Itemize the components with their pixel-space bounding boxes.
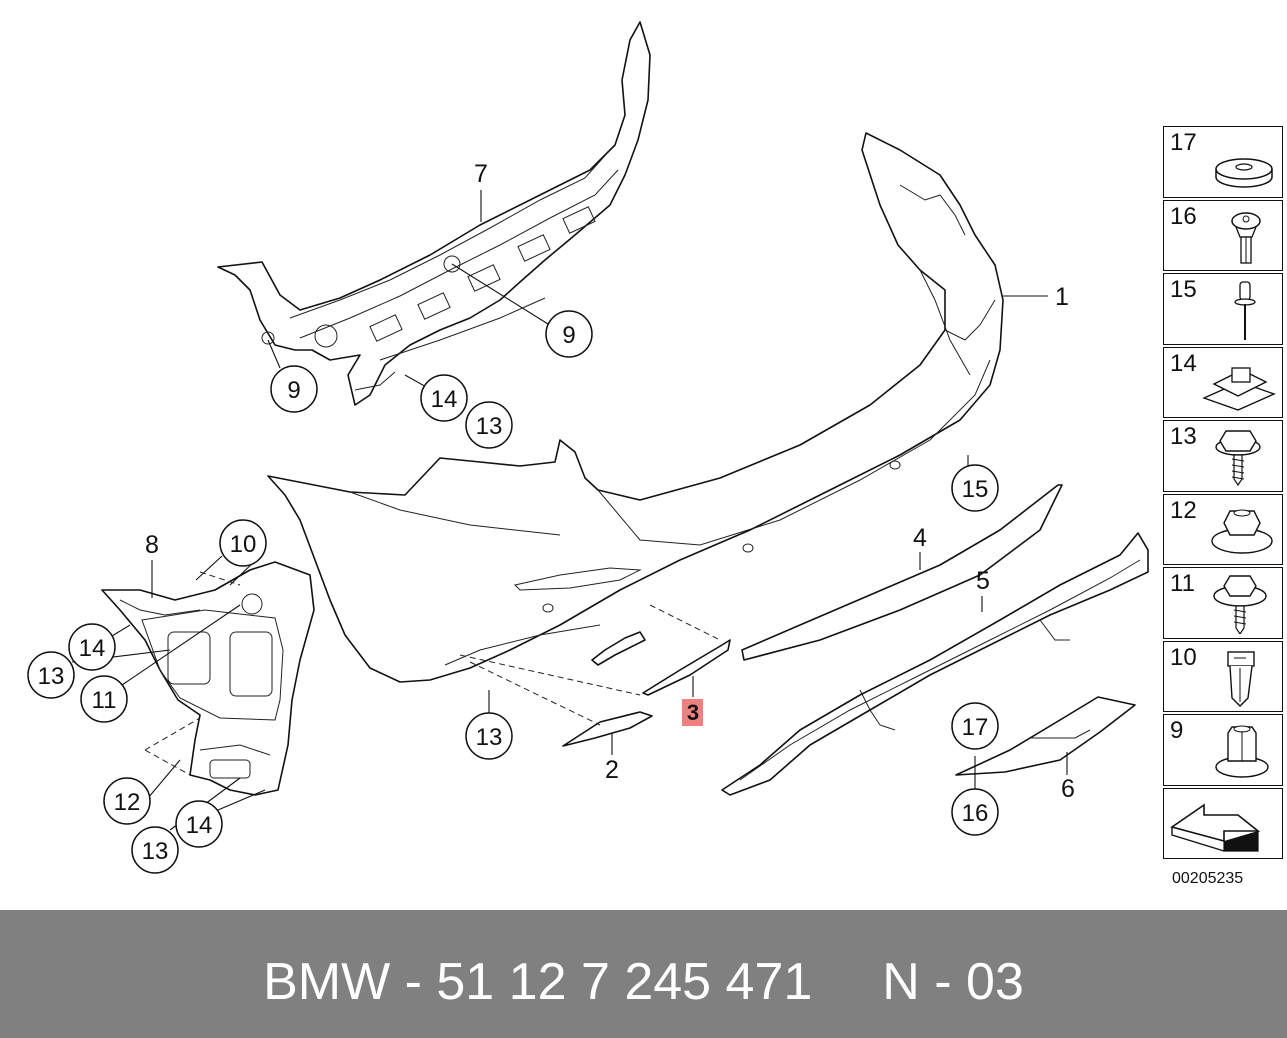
callout-13-left: 13: [27, 651, 75, 699]
fastener-legend: 17 16 15 14 13: [1163, 126, 1286, 861]
callout-16: 16: [951, 788, 999, 836]
legend-item-13: 13: [1163, 420, 1283, 492]
legend-num: 9: [1170, 717, 1184, 744]
callout-text: 13: [476, 413, 503, 440]
callout-13-bottom: 13: [131, 826, 179, 874]
highlighted-part-3: 3: [682, 699, 703, 726]
parts-diagram: 9 9 14 13 15 10 14 13 11 13 17 16: [27, 21, 1149, 874]
footer-banner: BMW - 51 12 7 245 471 N - 03: [0, 910, 1287, 1038]
label-3: 3: [687, 700, 699, 725]
flange-screw-icon: [1213, 575, 1267, 634]
expanding-nut-icon: [1227, 650, 1255, 707]
highlight-box: [682, 699, 703, 726]
part-8-bracket: [101, 561, 315, 796]
footer-text: BMW - 51 12 7 245 471 N - 03: [0, 952, 1287, 1012]
legend-num: 14: [1170, 349, 1197, 377]
legend-item-arrow: [1163, 787, 1283, 859]
callout-text: 14: [79, 635, 106, 662]
callout-9-right: 9: [545, 310, 593, 358]
callout-text: 17: [962, 714, 989, 741]
callout-text: 13: [142, 838, 169, 865]
callout-14-bottom: 14: [175, 800, 223, 848]
legend-num: 11: [1170, 570, 1195, 597]
legend-item-12: 12: [1163, 493, 1283, 565]
part-2-cover-strip: [562, 711, 653, 747]
callout-text: 11: [92, 687, 117, 714]
legend-item-14: 14: [1163, 346, 1283, 418]
expanding-rivet-icon: [1231, 211, 1261, 264]
callout-text: 12: [114, 789, 141, 816]
label-1: 1: [1055, 283, 1069, 311]
callout-text: 13: [476, 724, 503, 751]
callout-10: 10: [219, 519, 267, 567]
hex-nut-icon: [1215, 725, 1269, 778]
legend-item-15: 15: [1163, 273, 1283, 345]
callout-text: 15: [962, 476, 989, 503]
leader-lines: [71, 190, 1068, 831]
legend-item-16: 16: [1163, 199, 1283, 271]
washer-icon: [1215, 158, 1273, 188]
blind-rivet-icon: [1234, 281, 1256, 340]
label-7: 7: [474, 160, 488, 188]
part-1-bumper-trim: [267, 132, 1004, 683]
legend-num: 16: [1170, 202, 1197, 230]
callout-13-center: 13: [465, 712, 513, 760]
part-4-trim-strip: [741, 484, 1063, 661]
part-3-cover-strip: [591, 631, 731, 696]
label-6: 6: [1061, 775, 1075, 803]
direction-arrow-icon: [1170, 802, 1261, 852]
legend-item-17: 17: [1163, 126, 1283, 198]
callout-14-top: 14: [420, 374, 468, 422]
label-4: 4: [913, 524, 927, 552]
callout-text: 13: [38, 663, 65, 690]
label-5: 5: [976, 567, 990, 595]
part-5-diffuser: [721, 532, 1149, 796]
callout-11: 11: [80, 675, 128, 723]
legend-item-10: 10: [1163, 640, 1283, 712]
label-8: 8: [145, 531, 159, 559]
callout-text: 9: [562, 322, 575, 349]
legend-item-9: 9: [1163, 714, 1283, 786]
collar-nut-icon: [1211, 509, 1273, 554]
legend-num: 10: [1170, 643, 1197, 671]
callout-text: 14: [431, 386, 458, 413]
callout-13-top: 13: [465, 401, 513, 449]
clip-nut-icon: [1202, 366, 1276, 411]
page-label: N - 03: [882, 953, 1024, 1011]
part-number: BMW - 51 12 7 245 471: [263, 953, 813, 1011]
hex-screw-icon: [1215, 430, 1261, 487]
legend-num: 13: [1170, 423, 1197, 450]
part-6-trim-panel: [955, 696, 1136, 776]
callout-text: 9: [287, 377, 300, 404]
callout-text: 10: [230, 531, 257, 558]
legend-num: 17: [1170, 129, 1197, 156]
callout-text: 16: [962, 800, 989, 827]
label-2: 2: [605, 756, 619, 784]
callout-14-left: 14: [68, 623, 116, 671]
diagram-id: 00205235: [1172, 870, 1244, 887]
callout-text: 14: [186, 812, 213, 839]
callout-9-left: 9: [270, 365, 318, 413]
legend-num: 15: [1170, 276, 1197, 303]
callout-12: 12: [103, 777, 151, 825]
callout-17: 17: [951, 702, 999, 750]
part-7-carrier: [217, 21, 651, 406]
legend-item-11: 11: [1163, 567, 1283, 639]
callout-15: 15: [951, 464, 999, 512]
legend-num: 12: [1170, 496, 1197, 524]
